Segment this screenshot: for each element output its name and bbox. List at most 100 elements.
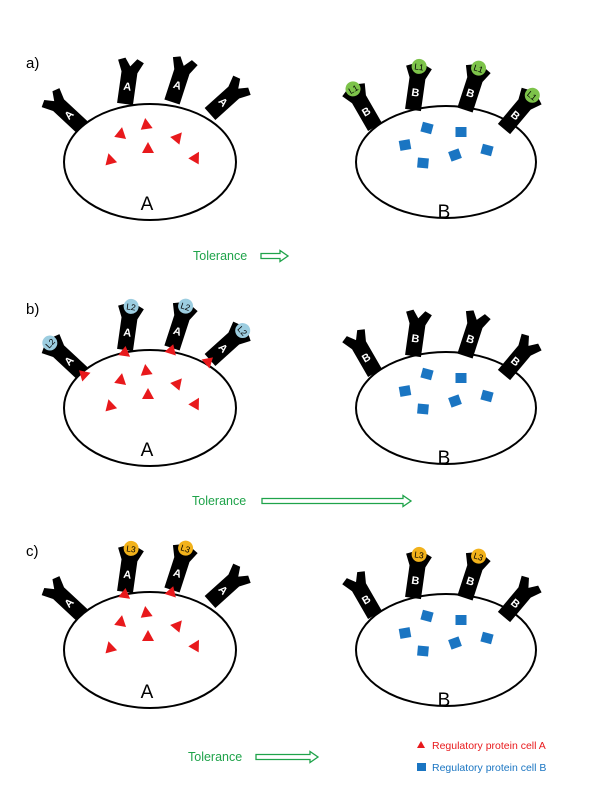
regulatory-protein-a: [140, 364, 153, 376]
receptor-shape: [342, 329, 382, 377]
cell-b-outline: [355, 593, 537, 707]
regulatory-protein-a: [140, 606, 153, 618]
receptor-a-1: A: [117, 57, 144, 106]
receptor-b-3: BL1: [497, 87, 542, 135]
ligand-circle: [178, 298, 194, 314]
regulatory-protein-a: [188, 397, 199, 411]
ligand-label: L3: [472, 550, 484, 563]
legend-text-protein-a: Regulatory protein cell A: [432, 740, 546, 752]
receptor-a-2: AL3: [164, 540, 198, 598]
receptor-shape: [457, 310, 491, 359]
receptor-a-1: A L2: [117, 298, 144, 357]
cell-a-label: A: [141, 194, 154, 215]
regulatory-protein-b: [420, 609, 434, 623]
ligand-label: L2: [126, 301, 137, 312]
tolerance-label: Tolerance: [193, 249, 247, 263]
receptor-a-3: A: [204, 75, 251, 120]
receptor-shape: [405, 63, 432, 112]
ligand-label: L2: [179, 300, 191, 313]
receptor-b-3: B: [497, 333, 542, 381]
receptor-letter: B: [465, 575, 476, 589]
regulatory-protein-a: [105, 153, 118, 166]
regulatory-protein-a: [170, 378, 182, 391]
receptor-letter: A: [123, 569, 133, 582]
ligand-circle: [123, 540, 139, 556]
receptor-shape: [117, 545, 144, 594]
receptor-shape: [41, 576, 88, 621]
cell-b-label: B: [438, 202, 451, 223]
receptor-shape: [164, 56, 198, 105]
receptor-shape: [164, 302, 198, 351]
receptor-letter: B: [465, 333, 476, 347]
tolerance-arrow: [261, 494, 413, 508]
cell-a-outline: [63, 349, 237, 467]
ligand-circle: [123, 298, 139, 314]
legend-text-protein-b: Regulatory protein cell B: [432, 762, 546, 774]
regulatory-protein-b: [480, 389, 494, 403]
bound-protein-a: [201, 357, 213, 369]
receptor-a-3: AL2: [201, 321, 251, 369]
receptor-a-3: A: [204, 563, 251, 608]
receptor-b-1: BL1: [405, 58, 432, 112]
bound-protein-a: [118, 588, 131, 599]
regulatory-protein-b: [420, 367, 434, 381]
receptor-letter: B: [411, 87, 421, 100]
receptor-letter: A: [172, 567, 183, 581]
regulatory-protein-a: [142, 388, 154, 399]
receptor-b-0: B: [342, 329, 382, 377]
tolerance-label: Tolerance: [192, 494, 246, 508]
regulatory-protein-b: [448, 636, 462, 650]
receptor-b-2: BL1: [457, 60, 491, 113]
regulatory-protein-b: [417, 645, 429, 657]
regulatory-protein-b: [448, 394, 462, 408]
bound-protein-a: [118, 346, 131, 357]
receptor-b-0: B: [342, 571, 382, 619]
ligand-label: L3: [414, 549, 425, 560]
regulatory-protein-b: [455, 127, 467, 137]
regulatory-protein-a: [188, 151, 199, 165]
receptor-b-0: BL1: [342, 81, 382, 131]
receptor-a-0: A: [41, 576, 88, 621]
receptor-shape: [457, 552, 491, 601]
ligand-circle: [471, 548, 487, 564]
receptor-shape: [117, 57, 144, 106]
regulatory-protein-b: [480, 631, 494, 645]
regulatory-protein-b: [480, 143, 494, 157]
receptor-letter: B: [411, 575, 421, 588]
receptor-b-2: B L3: [457, 548, 491, 601]
regulatory-protein-a: [105, 399, 118, 412]
regulatory-protein-a: [114, 127, 127, 139]
regulatory-protein-b: [398, 627, 412, 639]
receptor-shape: [497, 575, 542, 623]
receptor-b-1: B: [405, 309, 432, 358]
receptor-a-0: AL2: [41, 334, 91, 382]
receptor-letter: A: [172, 79, 183, 93]
cell-a-label: A: [141, 440, 154, 461]
regulatory-protein-b: [398, 139, 412, 151]
regulatory-protein-a: [188, 639, 199, 653]
bound-protein-a: [164, 344, 176, 356]
cell-b-label: B: [438, 448, 451, 469]
legend-symbol-square: [417, 763, 426, 771]
receptor-shape: [497, 333, 542, 381]
ligand-circle: [345, 81, 361, 97]
tolerance-label: Tolerance: [188, 750, 242, 764]
tolerance-arrow: [255, 750, 320, 764]
ligand-circle: [235, 323, 251, 339]
receptor-shape: [41, 334, 88, 379]
cell-a-label: A: [141, 682, 154, 703]
receptor-letter: B: [465, 87, 476, 101]
cell-a-outline: [63, 591, 237, 709]
ligand-circle: [471, 60, 487, 76]
receptor-shape: [164, 544, 198, 593]
ligand-circle: [411, 546, 427, 562]
receptor-shape: [204, 75, 251, 120]
regulatory-protein-a: [170, 620, 182, 633]
receptor-a-2: A: [164, 56, 198, 105]
cell-b-outline: [355, 351, 537, 465]
receptor-letter: A: [123, 327, 133, 340]
panel-label: c): [26, 543, 39, 560]
receptor-shape: [405, 551, 432, 600]
